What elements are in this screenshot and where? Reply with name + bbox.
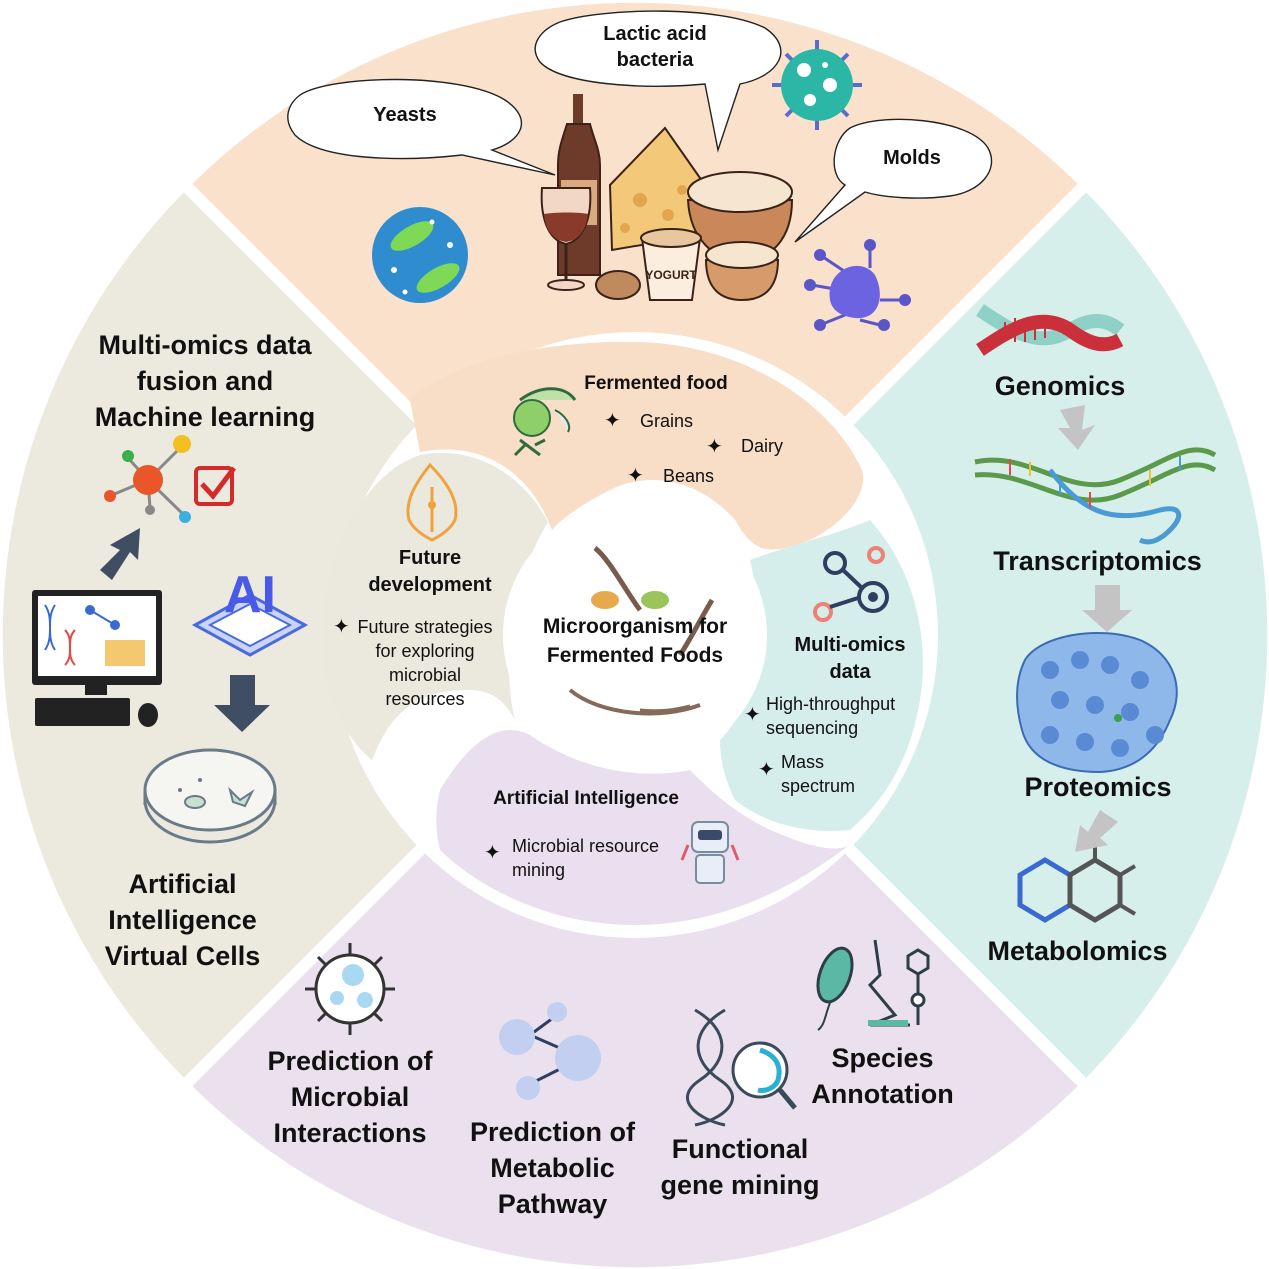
inner-future-title: Future development xyxy=(368,547,492,596)
beans-star-icon: ✦ xyxy=(627,465,644,487)
bubble-molds-text: Molds xyxy=(883,147,941,169)
left-title: Multi-omics data fusion and Machine lear… xyxy=(94,330,316,432)
inner-ai-title: Artificial Intelligence xyxy=(493,788,679,809)
label-metabolomics: Metabolomics xyxy=(987,936,1168,966)
label-proteomics: Proteomics xyxy=(1024,772,1172,802)
center-circle xyxy=(503,503,767,767)
bubble-yeasts-text: Yeasts xyxy=(373,104,437,126)
pen-nib-icon xyxy=(406,462,458,542)
yeast-cell-icon xyxy=(372,207,468,303)
inner-omics-title: Multi-omics data xyxy=(794,634,906,683)
dna-magnifier-icon xyxy=(685,1008,797,1127)
label-species-annotation: Species Annotation xyxy=(811,1043,954,1109)
yogurt-label: YOGURT xyxy=(645,268,697,282)
dairy-star-icon: ✦ xyxy=(706,436,723,458)
left-bottom-label: Artificial Intelligence Virtual Cells xyxy=(104,869,261,971)
label-genomics: Genomics xyxy=(994,371,1126,401)
rna-strand-icon xyxy=(974,447,1217,545)
virus-icon xyxy=(305,943,395,1035)
omics-item-sequencing: High-throughput sequencing xyxy=(766,694,896,738)
sector-multi-omics-outer xyxy=(635,188,1268,1082)
ai-item-mining: Microbial resource mining xyxy=(512,836,660,880)
bubble-molds-shape xyxy=(794,118,993,243)
wine-glass-icon xyxy=(540,187,592,291)
bubble-yeasts-shape xyxy=(287,78,556,176)
sector-prediction-outer xyxy=(188,635,1082,1268)
pathway-nodes-icon xyxy=(499,1002,601,1100)
checkbox-icon xyxy=(194,466,236,506)
ai-label: AI xyxy=(224,566,276,624)
inner-ai-segment xyxy=(436,730,848,925)
speech-bubbles xyxy=(287,10,993,243)
robot-icon xyxy=(680,821,740,884)
nut-icon xyxy=(595,270,641,300)
center-title: Microorganism for Fermented Foods xyxy=(542,615,728,667)
molecular-network-icon xyxy=(104,435,191,523)
bubble-lactic-text: Lactic acid bacteria xyxy=(603,23,707,71)
food-item-beans: Beans xyxy=(663,466,715,486)
future-star-icon: ✦ xyxy=(333,616,350,638)
omics-flow-arrows xyxy=(1058,405,1132,852)
ai-chip-icon: AI xyxy=(191,566,309,657)
mass-star-icon: ✦ xyxy=(758,759,775,781)
label-metabolic-pathway: Prediction of Metabolic Pathway xyxy=(469,1117,635,1219)
sector-ai-outer xyxy=(2,188,635,1082)
vegetable-icon xyxy=(513,387,577,457)
grains-star-icon: ✦ xyxy=(604,410,621,432)
future-text: Future strategies for exploring microbia… xyxy=(357,617,493,709)
bubble-lactic-shape xyxy=(534,10,782,153)
food-illustration: YOGURT xyxy=(540,94,794,302)
left-flow-arrows xyxy=(100,528,270,732)
protein-structure-icon xyxy=(1016,631,1178,774)
ai-star-icon: ✦ xyxy=(484,842,501,864)
bread-icon xyxy=(704,241,780,302)
food-item-dairy: Dairy xyxy=(741,436,784,456)
network-icon xyxy=(813,546,889,622)
microscope-bacteria-icon xyxy=(816,939,930,1031)
yogurt-icon: YOGURT xyxy=(640,228,702,301)
food-item-grains: Grains xyxy=(640,411,694,431)
computer-icon xyxy=(32,590,162,727)
bacteria-cell-icon xyxy=(772,40,862,130)
petri-dish-icon xyxy=(143,748,277,844)
dna-helix-icon xyxy=(976,304,1125,356)
omics-item-mass: Mass spectrum xyxy=(781,752,856,796)
inner-food-segment xyxy=(410,341,864,550)
sequencing-star-icon: ✦ xyxy=(744,704,761,726)
inner-future-segment xyxy=(322,452,548,760)
mold-cell-icon xyxy=(804,239,911,331)
inner-food-title: Fermented food xyxy=(584,373,728,394)
label-microbial-interactions: Prediction of Microbial Interactions xyxy=(267,1046,433,1148)
label-functional-gene: Functional gene mining xyxy=(660,1134,820,1200)
label-transcriptomics: Transcriptomics xyxy=(993,546,1202,576)
salad-bowl-icon xyxy=(568,546,715,716)
